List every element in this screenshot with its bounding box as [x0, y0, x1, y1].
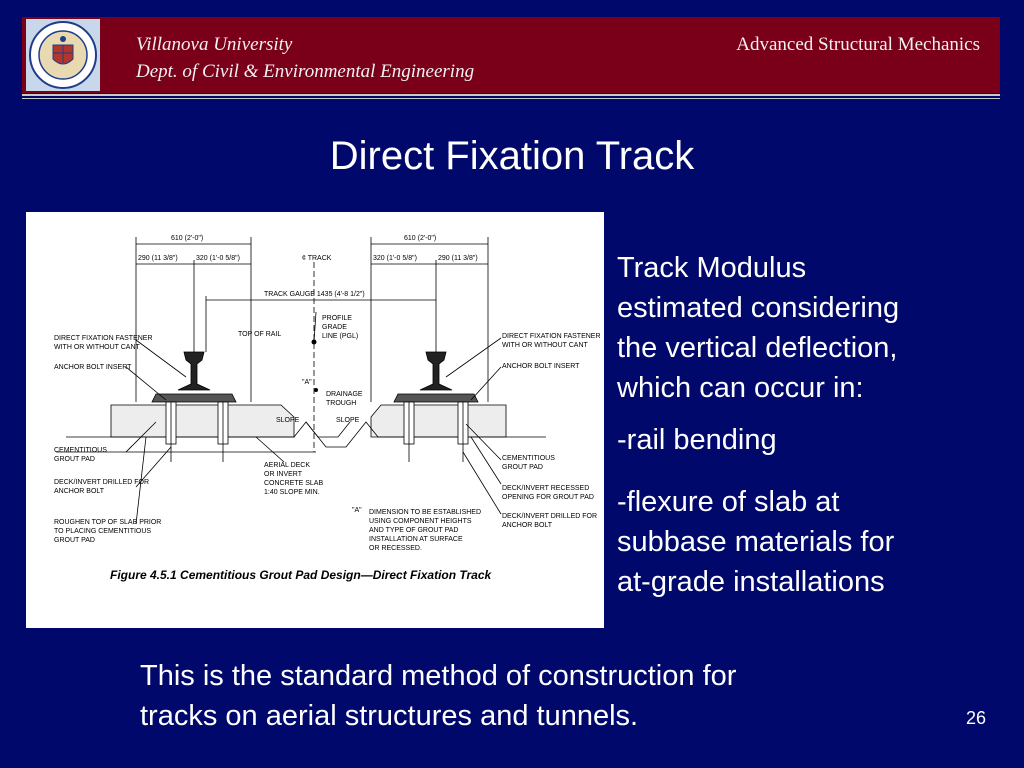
label-aerial-1: AERIAL DECK — [264, 462, 310, 469]
label-left-anchor-bolt: ANCHOR BOLT — [54, 488, 105, 495]
label-note-a: "A" — [352, 507, 362, 514]
bottom-line: This is the standard method of construct… — [140, 660, 737, 692]
bottom-line: tracks on aerial structures and tunnels. — [140, 700, 639, 732]
label-left-grout-pad: GROUT PAD — [54, 456, 95, 463]
slide-header-bar — [22, 17, 1000, 93]
label-profile-2: GRADE — [322, 324, 347, 331]
dim-right-a: 320 (1'-0 5/8") — [373, 255, 417, 262]
page-number: 26 — [966, 708, 987, 728]
dim-right-b: 290 (11 3/8") — [438, 255, 478, 262]
label-top-of-rail: TOP OF RAIL — [238, 331, 281, 338]
label-right-fastener-cant: WITH OR WITHOUT CANT — [502, 342, 589, 349]
university-name: Villanova University — [136, 34, 293, 55]
dim-center-track: ¢ TRACK — [302, 255, 332, 262]
bullet-line: subbase materials for — [617, 526, 895, 558]
label-profile-3: LINE (PGL) — [322, 333, 358, 340]
label-drainage-1: DRAINAGE — [326, 391, 363, 398]
label-left-grout-pad-2: GROUT PAD — [54, 537, 95, 544]
label-note-4: INSTALLATION AT SURFACE — [369, 536, 463, 543]
figure-caption: Figure 4.5.1 Cementitious Grout Pad Desi… — [110, 568, 493, 582]
bullet-line: at-grade installations — [617, 566, 885, 598]
label-drainage-2: TROUGH — [326, 400, 356, 407]
label-right-fastener: DIRECT FIXATION FASTENER — [502, 333, 601, 340]
label-note-5: OR RECESSED. — [369, 545, 422, 552]
label-right-grout-pad: GROUT PAD — [502, 464, 543, 471]
header-divider-thin — [22, 98, 1000, 99]
dim-left-total: 610 (2'-0") — [171, 235, 203, 242]
label-slope-left: SLOPE — [276, 417, 300, 424]
dim-left-b: 320 (1'-0 5/8") — [196, 255, 240, 262]
label-note-3: AND TYPE OF GROUT PAD — [369, 527, 458, 534]
label-note-2: USING COMPONENT HEIGHTS — [369, 518, 472, 525]
label-left-placing: TO PLACING CEMENTITIOUS — [54, 528, 151, 535]
university-seal-logo — [26, 19, 100, 91]
right-paragraph-line: Track Modulus — [617, 252, 807, 284]
right-paragraph-line: the vertical deflection, — [617, 332, 898, 364]
right-paragraph-line: which can occur in: — [617, 372, 864, 404]
label-left-deck-drilled: DECK/INVERT DRILLED FOR — [54, 479, 149, 486]
label-left-anchor-insert: ANCHOR BOLT INSERT — [54, 364, 132, 371]
label-slope-right: SLOPE — [336, 417, 360, 424]
slide-title: Direct Fixation Track — [329, 134, 695, 178]
label-left-fastener-cant: WITH OR WITHOUT CANT — [54, 344, 141, 351]
label-aerial-2: OR INVERT — [264, 471, 303, 478]
label-right-deck-drilled: DECK/INVERT DRILLED FOR — [502, 513, 597, 520]
label-left-roughen: ROUGHEN TOP OF SLAB PRIOR — [54, 519, 161, 526]
label-profile-1: PROFILE — [322, 315, 352, 322]
right-paragraph: Track Modulus estimated considering the … — [617, 248, 899, 408]
label-right-cementitious: CEMENTITIOUS — [502, 455, 555, 462]
label-aerial-4: 1:40 SLOPE MIN. — [264, 489, 320, 496]
bullet-slab-flexure: -flexure of slab at subbase materials fo… — [617, 482, 894, 602]
bullet-line: -flexure of slab at — [617, 486, 840, 518]
header-divider — [22, 94, 1000, 96]
dim-right-total: 610 (2'-0") — [404, 235, 436, 242]
label-right-opening: OPENING FOR GROUT PAD — [502, 494, 594, 501]
label-right-anchor-insert: ANCHOR BOLT INSERT — [502, 363, 580, 370]
right-paragraph-line: estimated considering — [617, 292, 900, 324]
label-right-deck-recessed: DECK/INVERT RECESSED — [502, 485, 589, 492]
bottom-statement: This is the standard method of construct… — [140, 656, 736, 736]
label-left-fastener: DIRECT FIXATION FASTENER — [54, 335, 153, 342]
course-name: Advanced Structural Mechanics — [736, 34, 980, 55]
label-right-anchor-bolt: ANCHOR BOLT — [502, 522, 553, 529]
bullet-rail-bending: -rail bending — [617, 424, 777, 456]
label-aerial-3: CONCRETE SLAB — [264, 480, 323, 487]
department-name: Dept. of Civil & Environmental Engineeri… — [136, 61, 475, 82]
track-diagram-figure: 610 (2'-0") 610 (2'-0") 290 (11 3/8") 32… — [26, 212, 604, 628]
dim-left-a: 290 (11 3/8") — [138, 255, 178, 262]
label-left-cementitious: CEMENTITIOUS — [54, 447, 107, 454]
label-note-1: DIMENSION TO BE ESTABLISHED — [369, 509, 481, 516]
label-a-mark: "A" — [302, 379, 312, 386]
dim-track-gauge: TRACK GAUGE 1435 (4'-8 1/2") — [264, 291, 365, 298]
